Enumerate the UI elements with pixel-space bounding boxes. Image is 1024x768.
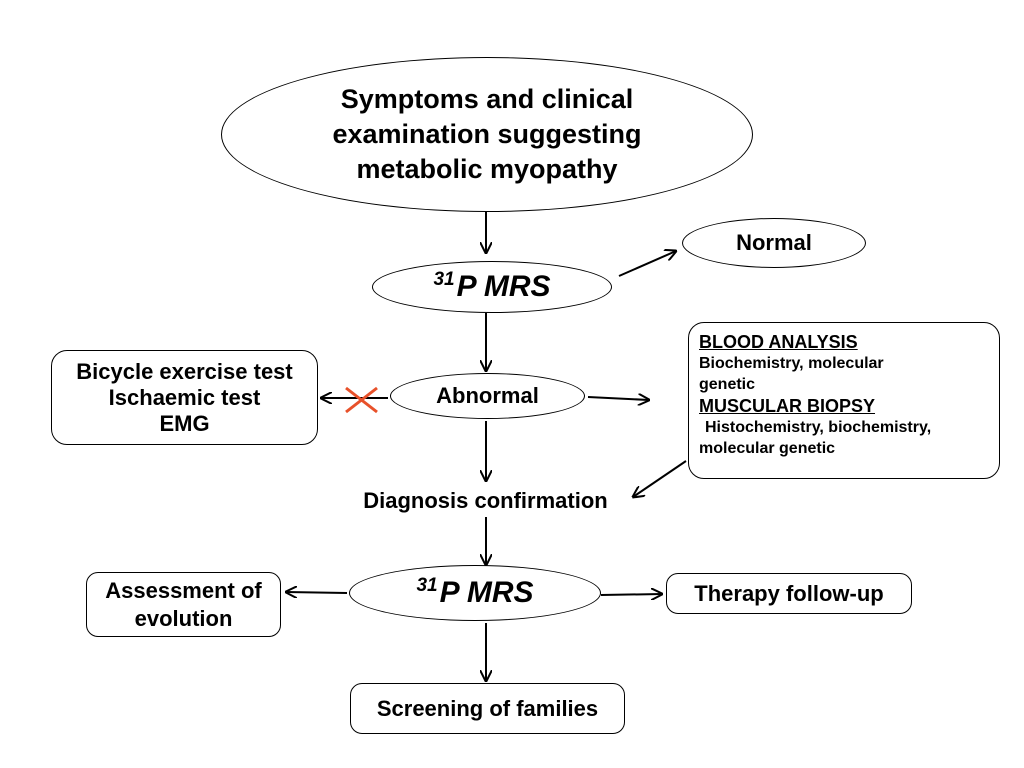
mrs-bottom-superscript: 31 — [416, 575, 438, 596]
blood-analysis-line-1: Biochemistry, molecular — [699, 355, 884, 372]
abnormal-label: Abnormal — [436, 383, 539, 408]
arrow-mrs-to-normal — [618, 251, 676, 277]
blood-analysis-line-2: genetic — [699, 376, 756, 393]
normal-label: Normal — [736, 230, 812, 255]
node-blood-analysis: BLOOD ANALYSIS Biochemistry, molecular g… — [688, 322, 1000, 479]
node-mrs-top: 31P MRS — [372, 261, 612, 313]
blood-analysis-header: BLOOD ANALYSIS — [699, 332, 858, 352]
mrs-bottom-text: 31P MRS — [416, 576, 533, 610]
assessment-line-2: evolution — [134, 605, 233, 631]
screening-label: Screening of families — [376, 695, 599, 721]
diagnosis-label: Diagnosis confirmation — [363, 488, 608, 513]
node-tests: Bicycle exercise test Ischaemic test EMG — [51, 350, 318, 445]
cross-icon — [345, 386, 378, 414]
node-screening: Screening of families — [350, 683, 625, 734]
symptoms-line-1: Symptoms and clinical — [340, 84, 634, 114]
arrow-mrs-to-therapy — [600, 594, 662, 595]
tests-line-2: Ischaemic test — [108, 384, 261, 410]
arrow-abnormal-to-analysis — [587, 397, 649, 400]
symptoms-line-3: metabolic myopathy — [356, 154, 618, 184]
node-normal: Normal — [682, 218, 866, 268]
tests-line-1: Bicycle exercise test — [76, 358, 293, 384]
node-mrs-bottom: 31P MRS — [349, 565, 601, 621]
mrs-top-label: P MRS — [456, 270, 551, 303]
mrs-top-superscript: 31 — [433, 269, 455, 290]
therapy-label: Therapy follow-up — [694, 580, 884, 606]
node-symptoms: Symptoms and clinical examination sugges… — [221, 57, 753, 212]
mrs-bottom-label: P MRS — [439, 576, 534, 609]
node-assessment: Assessment of evolution — [86, 572, 281, 637]
mrs-top-text: 31P MRS — [433, 270, 550, 304]
arrow-mrs-to-assessment — [286, 592, 348, 593]
node-abnormal: Abnormal — [390, 373, 585, 419]
arrow-analysis-to-diagnosis — [633, 460, 687, 497]
muscular-biopsy-line-2: molecular genetic — [699, 440, 836, 457]
muscular-biopsy-header: MUSCULAR BIOPSY — [699, 396, 876, 416]
tests-line-3: EMG — [159, 410, 210, 436]
symptoms-line-2: examination suggesting — [332, 119, 642, 149]
muscular-biopsy-line-1: Histochemistry, biochemistry, — [705, 419, 932, 436]
node-therapy: Therapy follow-up — [666, 573, 912, 614]
assessment-line-1: Assessment of — [105, 577, 262, 603]
node-diagnosis: Diagnosis confirmation — [338, 484, 633, 518]
